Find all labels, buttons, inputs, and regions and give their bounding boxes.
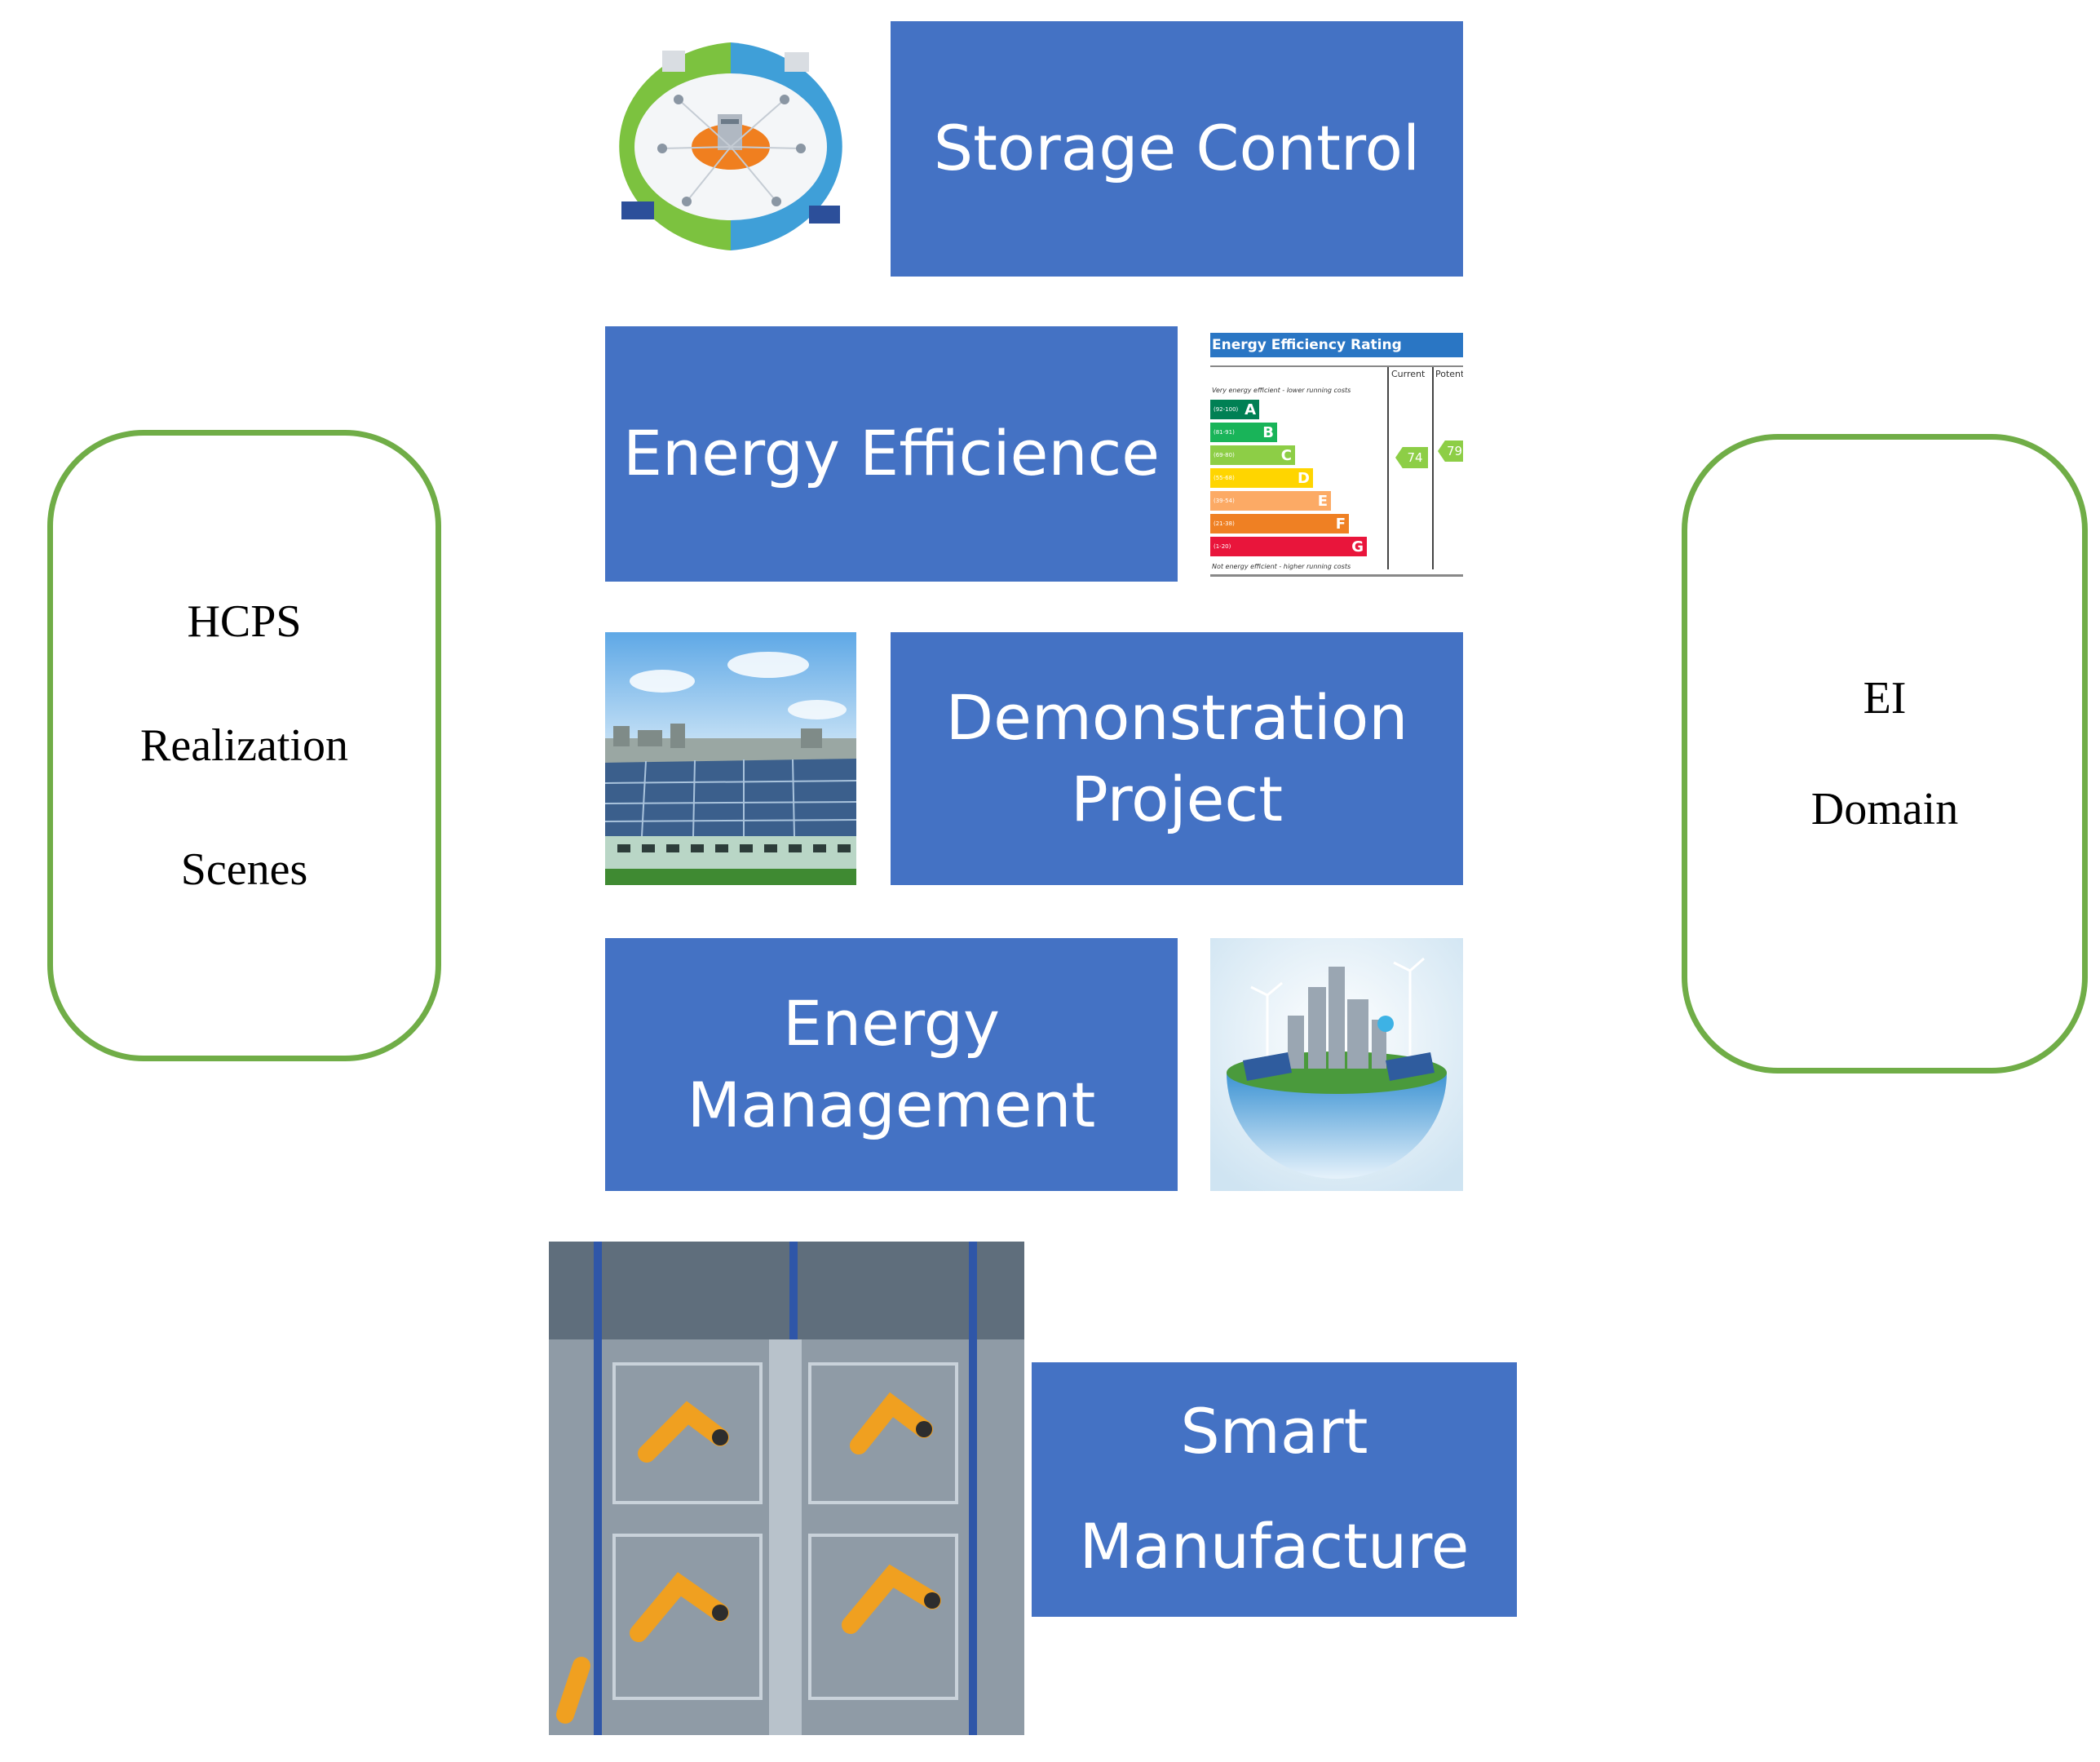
rating-band-letter: E (1317, 492, 1328, 510)
rating-current-value: 74 (1407, 450, 1423, 465)
rating-band-b: (81-91) B (1210, 423, 1277, 442)
rating-top-note: Very energy efficient - lower running co… (1212, 387, 1351, 394)
rating-band-range: (55-68) (1214, 475, 1235, 481)
panel-line: Realization (139, 720, 348, 771)
rating-band-g: (1-20) G (1210, 537, 1367, 556)
rating-col-potential: Potential (1435, 369, 1463, 379)
rating-band-range: (92-100) (1214, 406, 1239, 413)
rating-band-letter: B (1262, 423, 1274, 441)
storage-control-box: Storage Control (891, 21, 1463, 277)
energy-efficience-box: Energy Efficience (605, 326, 1178, 582)
rating-band-range: (21-38) (1214, 520, 1235, 527)
box-line: Smart (1180, 1395, 1368, 1468)
rating-potential-value: 79 (1447, 444, 1463, 458)
rating-band-letter: A (1245, 401, 1256, 418)
energy-management-box: Energy Management (605, 938, 1178, 1191)
eco-city-globe-illustration (1210, 938, 1463, 1191)
box-line: Energy (782, 986, 1001, 1060)
rating-band-letter: C (1280, 446, 1292, 464)
rating-band-range: (39-54) (1214, 498, 1235, 504)
rating-band-f: (21-38) F (1210, 514, 1349, 533)
rating-band-letter: F (1335, 515, 1346, 533)
rating-band-range: (69-80) (1214, 452, 1235, 458)
rating-band-a: (92-100) A (1210, 400, 1259, 419)
rating-band-range: (1-20) (1214, 543, 1231, 550)
ei-domain-panel: EI Domain (1682, 434, 2088, 1074)
box-line: Manufacture (1079, 1510, 1470, 1583)
panel-line: EI (1863, 673, 1907, 724)
rating-band-e: (39-54) E (1210, 491, 1331, 511)
panel-line: Domain (1810, 784, 1959, 835)
box-line: Project (1070, 763, 1284, 835)
box-line: Demonstration (945, 680, 1408, 754)
microgrid-illustration (605, 34, 856, 259)
rating-col-current: Current (1391, 369, 1426, 379)
box-line: Management (687, 1069, 1096, 1141)
rating-bands: (92-100) A (81-91) B (69-80) C (55-68) D (39-54)… (1210, 400, 1386, 560)
rating-band-d: (55-68) D (1210, 468, 1313, 488)
rating-current-arrow: 74 (1395, 447, 1428, 468)
panel-line: Scenes (180, 844, 308, 895)
smart-manufacture-box: Smart Manufacture (1032, 1362, 1517, 1617)
rating-band-letter: D (1298, 469, 1310, 487)
rating-title: Energy Efficiency Rating (1210, 333, 1463, 357)
energy-rating-chart: Energy Efficiency Rating Current Potenti… (1210, 333, 1463, 582)
panel-line: HCPS (187, 596, 302, 647)
box-line: Energy Efficience (622, 417, 1161, 490)
robotic-factory-photo (549, 1242, 1024, 1735)
rating-band-range: (81-91) (1214, 429, 1235, 436)
box-line: Storage Control (933, 112, 1421, 185)
rating-band-c: (69-80) C (1210, 445, 1295, 465)
rating-bottom-note: Not energy efficient - higher running co… (1212, 563, 1351, 570)
demonstration-project-box: Demonstration Project (891, 632, 1463, 885)
rating-potential-arrow: 79 (1438, 440, 1463, 462)
hcps-realization-scenes-panel: HCPS Realization Scenes (47, 430, 441, 1061)
rating-band-letter: G (1351, 538, 1364, 556)
rooftop-solar-photo (605, 632, 856, 885)
